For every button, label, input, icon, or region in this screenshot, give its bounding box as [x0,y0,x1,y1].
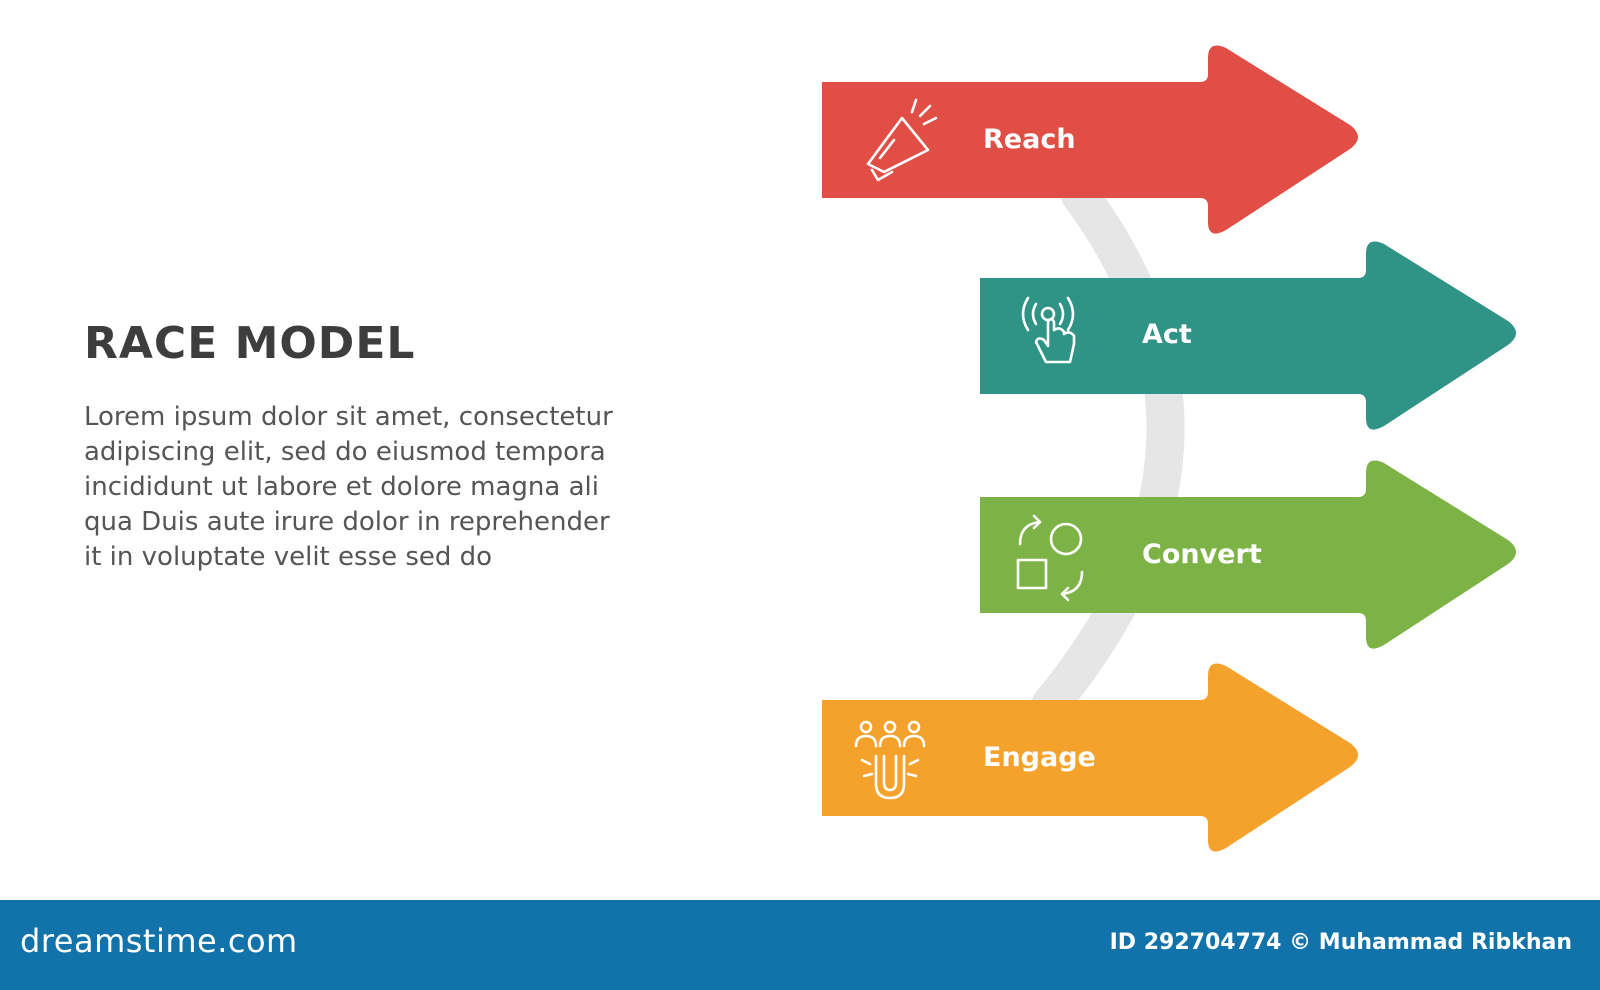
arrow-shape [980,241,1516,430]
arrow-shape [980,460,1516,649]
step-reach: Reach [822,45,1358,234]
arrow-shape [822,663,1358,852]
step-act: Act [980,241,1516,430]
magnet-people-icon [854,720,926,800]
step-engage: Engage [822,663,1358,852]
arrow-shape [822,45,1358,234]
footer-brand: dreamstime.com [20,922,298,960]
description-line: Lorem ipsum dolor sit amet, consectetur [84,402,613,432]
megaphone-icon [866,98,938,182]
convert-shapes-icon [1016,514,1084,602]
step-label: Convert [1142,539,1262,570]
description-line: qua Duis aute irure dolor in reprehender [84,507,610,537]
step-convert: Convert [980,460,1516,649]
tap-hand-icon [1021,296,1076,364]
step-label: Reach [983,124,1076,155]
description-line: adipiscing elit, sed do eiusmod tempora [84,437,606,467]
step-label: Engage [983,742,1096,773]
footer-bar: dreamstime.com ID 292704774 © Muhammad R… [0,900,1600,990]
step-label: Act [1142,319,1192,350]
description-line: it in voluptate velit esse sed do [84,542,493,572]
description: Lorem ipsum dolor sit amet, consectetur … [84,400,684,575]
race-diagram: Reach Act Convert [822,45,1516,852]
page-title: RACE MODEL [84,318,416,369]
footer-credit: ID 292704774 © Muhammad Ribkhan [1109,930,1572,955]
connector-arc [1031,176,1185,724]
description-line: incididunt ut labore et dolore magna ali [84,472,599,502]
